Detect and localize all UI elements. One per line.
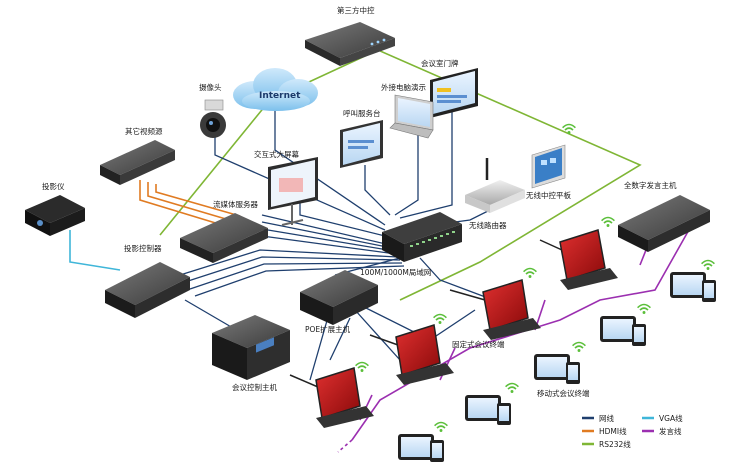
wifi-icon [354,361,370,373]
network-switch-device [382,212,462,262]
wifi-icon [432,313,448,325]
projector-label: 投影仪 [42,181,65,191]
call-service-desk-label: 呼叫服务台 [343,108,381,118]
cables [69,49,691,453]
mobile-terminal-1 [670,272,716,302]
projector-device [25,195,85,236]
projection-controller-device [105,262,190,318]
meeting-door-sign-label: 会议室门牌 [421,58,459,68]
wifi-icon [522,267,538,279]
vga-cable [69,230,121,271]
legend-item-network: 网线 [582,413,614,423]
wireless-router-label: 无线路由器 [469,220,507,230]
streaming-server-device [180,213,268,263]
fixed-terminal-3 [369,324,454,385]
digital-speech-host-device [618,195,710,252]
external-pc-laptop-device [389,94,434,139]
third-party-control-device [305,22,395,66]
interactive-screen-label: 交互式大屏幕 [254,149,299,159]
poe-extension-host-device [300,270,378,325]
mobile-terminal-3 [534,354,580,384]
hdmi-cable-1 [139,180,233,229]
hdmi-cable-2 [147,182,237,223]
legend-item-speech: 发言线 [642,426,682,436]
switch-network-label: 100M/1000M局域网 [360,267,431,277]
streaming-server-label: 流媒体服务器 [213,199,258,209]
camera-label: 摄像头 [199,82,222,92]
legend-item-vga: VGA线 [642,413,683,423]
legend-item-rs232: RS232线 [582,439,631,449]
meeting-control-host-label: 会议控制主机 [232,382,277,392]
hdmi-cable-3 [155,184,241,217]
legend-label: RS232线 [599,439,631,449]
camera-device [200,99,226,138]
third-party-control-label: 第三方中控 [337,5,375,15]
internet-label: Internet [259,91,301,101]
legend-label: VGA线 [659,413,683,423]
wifi-icon [433,421,449,433]
other-video-source-device [100,140,175,185]
call-service-desk-device [340,120,383,168]
wifi-icon [636,303,652,315]
wifi-icon [504,382,520,394]
poe-extension-host-label: POE扩展主机 [305,324,351,334]
mobile-terminal-4 [465,395,511,425]
legend-label: 发言线 [659,426,682,436]
mobile-terminal-label: 移动式会议终端 [537,388,590,398]
fixed-terminal-label: 固定式会议终端 [452,339,505,349]
legend-label: 网线 [599,413,614,423]
wifi-icon [600,216,616,228]
fixed-terminal-2 [449,279,541,340]
external-pc-label: 外接电脑演示 [381,82,426,92]
legend-label: HDMI线 [599,426,627,436]
legend-item-hdmi: HDMI线 [582,426,627,436]
other-video-source-label: 其它视频源 [125,126,163,136]
wireless-control-pad-label: 无线中控平板 [526,190,571,200]
projection-controller-label: 投影控制器 [124,243,162,253]
rs232-cable-to-third-party [377,49,642,301]
wifi-icon [571,341,587,353]
interactive-screen-device [268,157,318,226]
wifi-icon [700,259,716,271]
mobile-terminal-5 [398,434,444,462]
fixed-terminal-4 [289,367,374,428]
internet-cloud-icon [233,68,318,111]
mobile-terminal-2 [600,316,646,346]
meeting-door-sign-device [430,68,478,118]
meeting-control-host-device [212,315,290,380]
digital-speech-host-label: 全数字发言主机 [624,180,677,190]
fixed-terminal-1 [539,229,618,290]
wireless-control-pad-device [531,144,566,189]
wireless-router-device [465,158,525,213]
